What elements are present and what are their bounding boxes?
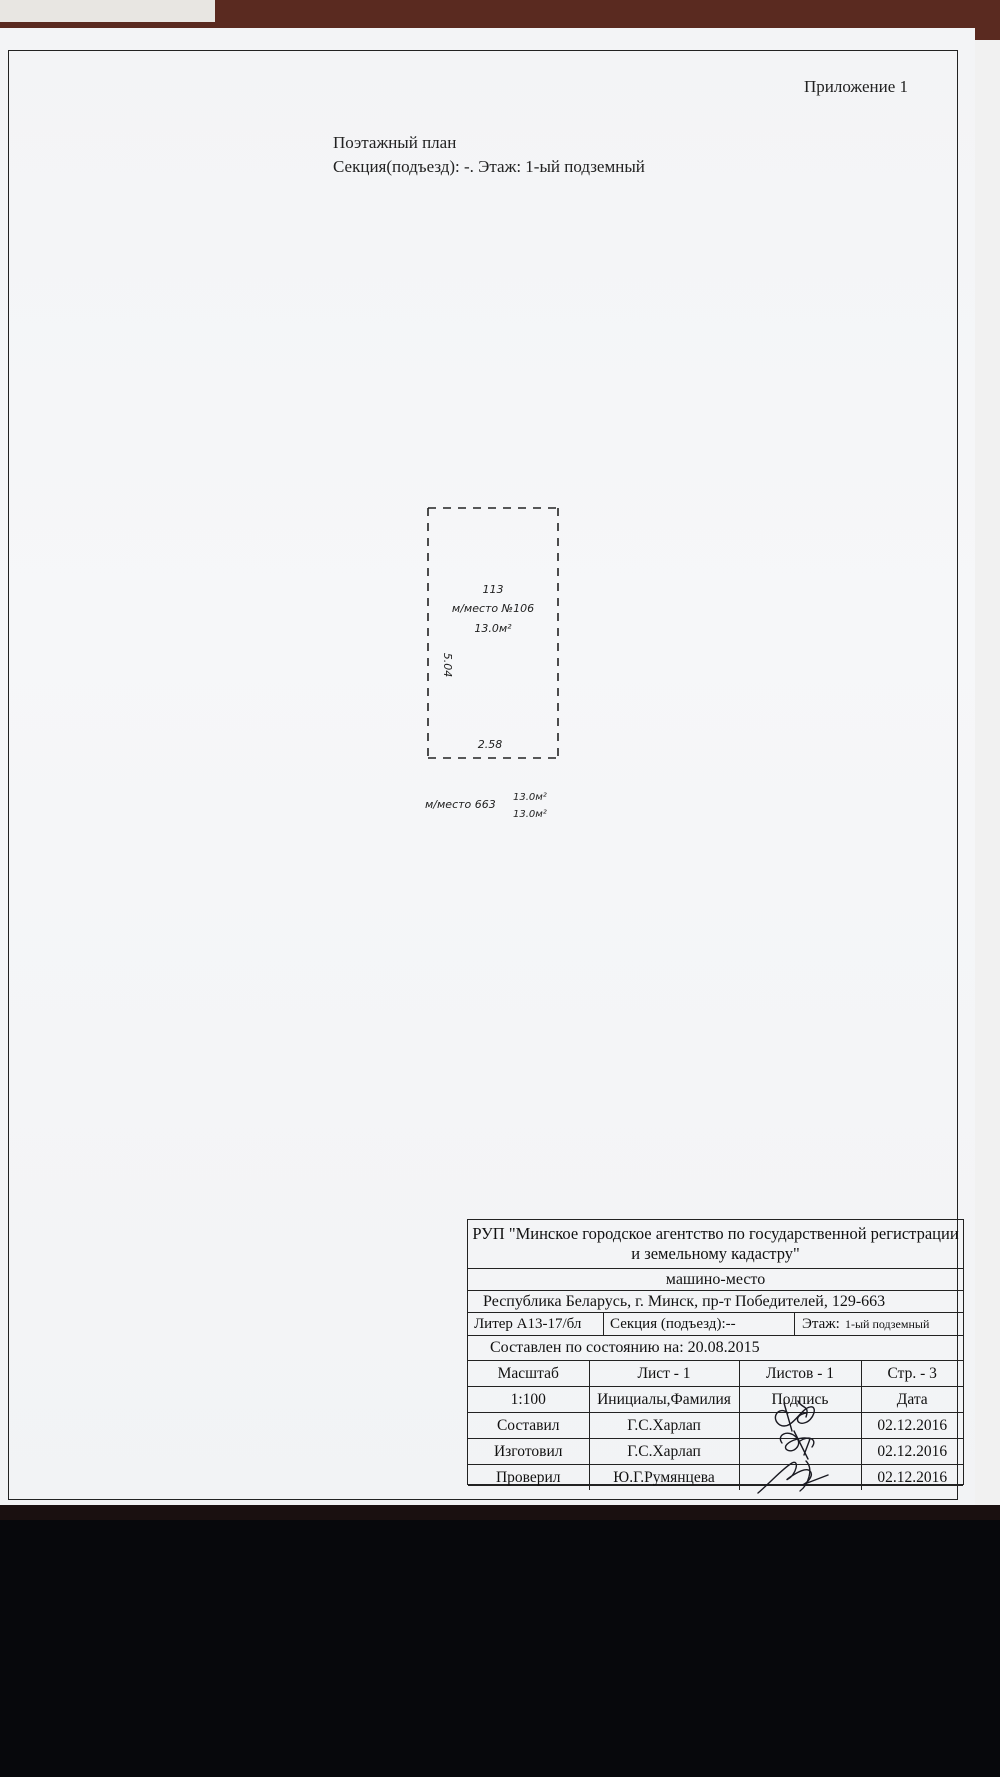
table-row: Изготовил Г.С.Харлап 02.12.2016 <box>468 1438 963 1465</box>
summary-area-1: 13.0м² <box>513 792 547 803</box>
role: Составил <box>468 1412 590 1439</box>
paper-scrap <box>0 0 215 22</box>
plan-title: Поэтажный план <box>333 133 457 152</box>
sheets-label: Листов - 1 <box>738 1361 862 1387</box>
summary-area-2: 13.0м² <box>513 809 547 820</box>
room-area: 13.0м² <box>474 622 512 635</box>
meta-row: Литер А13-17/бл Секция (подъезд):-- Этаж… <box>468 1313 963 1336</box>
page-label: Стр. - 3 <box>860 1361 963 1387</box>
table-row: 1:100 Инициалы,Фамилия Подпись Дата <box>468 1386 963 1413</box>
parking-space-outline <box>427 507 559 759</box>
side-dimension: 5.04 <box>441 653 454 678</box>
date: 02.12.2016 <box>860 1464 963 1490</box>
name: Г.С.Харлап <box>588 1412 740 1439</box>
signature-table: Масштаб Лист - 1 Листов - 1 Стр. - 3 1:1… <box>468 1361 963 1490</box>
date: 02.12.2016 <box>860 1438 963 1465</box>
section: Секция (подъезд):-- <box>610 1313 795 1336</box>
role: Изготовил <box>468 1438 590 1465</box>
dark-floor <box>0 1520 1000 1777</box>
table-row: Проверил Ю.Г.Румянцева 02.12.2016 <box>468 1464 963 1490</box>
room-number: 113 <box>483 583 504 596</box>
signature-cell <box>738 1412 862 1439</box>
role: Проверил <box>468 1464 590 1490</box>
document-sheet <box>0 28 975 1518</box>
sheet-label: Лист - 1 <box>588 1361 740 1387</box>
date: 02.12.2016 <box>860 1412 963 1439</box>
name: Г.С.Харлап <box>588 1438 740 1465</box>
scale-label: Масштаб <box>468 1361 590 1387</box>
title-block: РУП "Минское городское агентство по госу… <box>467 1219 964 1490</box>
appendix-label: Приложение 1 <box>804 77 908 96</box>
organization-name: РУП "Минское городское агентство по госу… <box>468 1220 963 1269</box>
signature-cell <box>738 1464 862 1490</box>
address: Республика Беларусь, г. Минск, пр-т Побе… <box>468 1291 963 1313</box>
summary-label: м/место 663 <box>425 798 496 811</box>
signature-cell <box>738 1438 862 1465</box>
room-name: м/место №106 <box>452 602 534 615</box>
floor-label: Этаж: <box>802 1316 840 1332</box>
table-row: Составил Г.С.Харлап 02.12.2016 <box>468 1412 963 1439</box>
plan-subtitle: Секция(подъезд): -. Этаж: 1-ый подземный <box>333 157 645 176</box>
name: Ю.Г.Румянцева <box>588 1464 740 1490</box>
drawing-frame <box>8 50 958 1500</box>
table-row: Масштаб Лист - 1 Листов - 1 Стр. - 3 <box>468 1361 963 1387</box>
as-of-date: Составлен по состоянию на: 20.08.2015 <box>468 1336 963 1361</box>
bottom-dimension: 2.58 <box>478 738 503 751</box>
scale-value: 1:100 <box>468 1386 590 1413</box>
object-type: машино-место <box>468 1269 963 1291</box>
signature-header: Подпись <box>738 1386 862 1413</box>
liter: Литер А13-17/бл <box>474 1313 604 1336</box>
date-header: Дата <box>860 1386 963 1413</box>
initials-header: Инициалы,Фамилия <box>588 1386 740 1413</box>
floor-value: 1-ый подземный <box>845 1317 930 1331</box>
floor-plan-drawing: 113 м/место №106 13.0м² 5.04 2.58 м/мест… <box>425 507 559 820</box>
